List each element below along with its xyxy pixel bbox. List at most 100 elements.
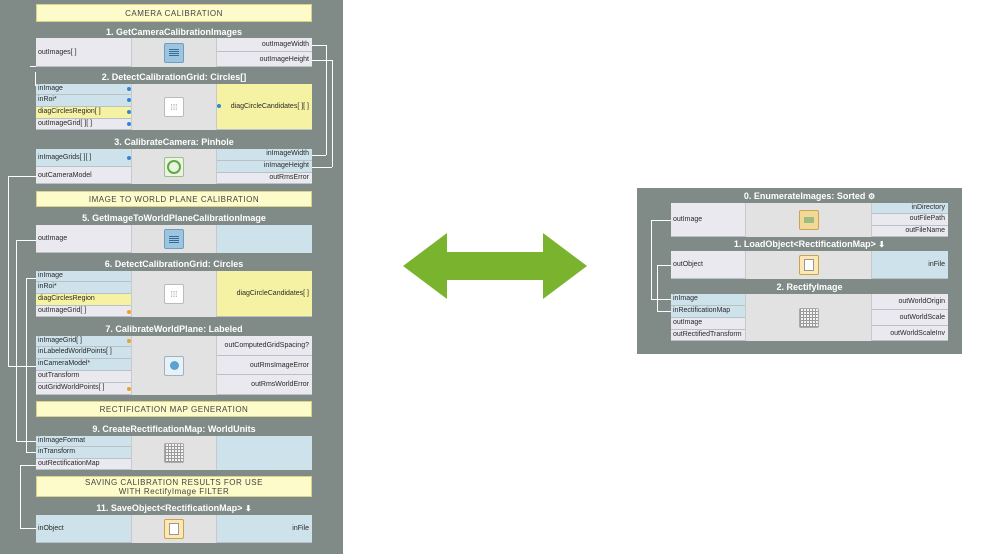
connection-wire <box>312 60 332 61</box>
pin-diagCircleCandidates[interactable]: diagCircleCandidates[ ][ ] <box>217 84 312 130</box>
pin-outWorldScaleInv[interactable]: outWorldScaleInv <box>872 326 948 341</box>
filter-icon-area <box>131 225 217 253</box>
pin-outFilePath[interactable]: outFilePath <box>872 214 948 226</box>
filter-title-2[interactable]: 2. DetectCalibrationGrid: Circles[] <box>101 72 247 82</box>
pin-inImageGrids[interactable]: inImageGrids[ ][ ] <box>36 149 131 167</box>
filter-title-rectify-image[interactable]: 2. RectifyImage <box>776 282 843 292</box>
pin-inObject[interactable]: inObject <box>36 515 131 543</box>
connection-wire <box>8 366 36 367</box>
calibration-icon <box>164 355 184 376</box>
pin-outRectificationMap[interactable]: outRectificationMap <box>36 459 131 470</box>
filter-block-1[interactable]: outImages[ ] outImageWidth outImageHeigh… <box>36 38 312 67</box>
empty-output-area <box>217 436 312 470</box>
filter-icon-area <box>131 436 217 470</box>
filter-title-1[interactable]: 1. GetCameraCalibrationImages <box>105 27 243 37</box>
pin-inCameraModel[interactable]: inCameraModel* <box>36 359 131 371</box>
connection-wire <box>312 167 332 168</box>
gear-icon: ⚙ <box>867 192 876 201</box>
filter-block-5[interactable]: outImage <box>36 225 312 253</box>
pin-inLabeledWorldPoints[interactable]: inLabeledWorldPoints[ ] <box>36 347 131 359</box>
connection-dot <box>217 104 221 108</box>
filter-block-2[interactable]: inImage inRoi* diagCirclesRegion[ ] outI… <box>36 84 312 130</box>
pin-outImageGrid[interactable]: outImageGrid[ ] <box>36 306 131 317</box>
pin-diagCircleCandidates[interactable]: diagCircleCandidates[ ] <box>217 271 312 317</box>
download-icon: ⬇ <box>244 504 252 513</box>
filter-block-load-object[interactable]: outObject inFile <box>671 251 948 279</box>
connection-dot <box>127 110 131 114</box>
pin-diagCirclesRegion[interactable]: diagCirclesRegion[ ] <box>36 107 131 119</box>
pin-outImage[interactable]: outImage <box>36 225 131 253</box>
filter-title-7[interactable]: 7. CalibrateWorldPlane: Labeled <box>105 324 243 334</box>
section-label: IMAGE TO WORLD PLANE CALIBRATION <box>88 194 260 204</box>
pin-inFile[interactable]: inFile <box>217 515 312 543</box>
connection-dot <box>127 156 131 160</box>
filter-icon-area <box>745 203 872 237</box>
filter-block-7[interactable]: inImageGrid[ ] inLabeledWorldPoints[ ] i… <box>36 336 312 395</box>
filter-title-9[interactable]: 9. CreateRectificationMap: WorldUnits <box>92 424 256 434</box>
filter-block-3[interactable]: inImageGrids[ ][ ] outCameraModel inImag… <box>36 149 312 184</box>
pin-outRmsError[interactable]: outRmsError <box>217 173 312 184</box>
pin-inRectificationMap[interactable]: inRectificationMap <box>671 306 745 318</box>
connection-wire <box>20 465 36 466</box>
image-icon <box>798 210 819 230</box>
filter-block-11[interactable]: inObject inFile <box>36 515 312 543</box>
pin-inImageFormat[interactable]: inImageFormat <box>36 436 131 447</box>
connection-wire <box>20 528 36 529</box>
pin-inImageGrid[interactable]: inImageGrid[ ] <box>36 336 131 347</box>
list-icon <box>164 42 184 63</box>
pin-inRoi[interactable]: inRoi* <box>36 95 131 107</box>
target-icon <box>164 156 184 177</box>
pin-outImageGrid[interactable]: outImageGrid[ ][ ] <box>36 119 131 130</box>
pin-inDirectory[interactable]: inDirectory <box>872 203 948 214</box>
left-program-panel: CAMERA CALIBRATION 1. GetCameraCalibrati… <box>0 0 343 554</box>
pin-inImageWidth[interactable]: inImageWidth <box>217 149 312 161</box>
pin-outFileName[interactable]: outFileName <box>872 226 948 237</box>
section-rectification-map: RECTIFICATION MAP GENERATION <box>36 401 312 417</box>
pin-outComputedGridSpacing[interactable]: outComputedGridSpacing? <box>217 336 312 356</box>
pin-inFile[interactable]: inFile <box>872 251 948 279</box>
pin-inImage[interactable]: inImage <box>36 271 131 282</box>
right-program-panel: 0. EnumerateImages: Sorted ⚙ outImage in… <box>637 188 962 354</box>
pin-outImageHeight[interactable]: outImageHeight <box>217 52 312 67</box>
filter-title-3[interactable]: 3. CalibrateCamera: Pinhole <box>114 137 234 147</box>
pin-outTransform[interactable]: outTransform <box>36 371 131 383</box>
pin-outWorldOrigin[interactable]: outWorldOrigin <box>872 294 948 310</box>
filter-block-6[interactable]: inImage inRoi* diagCirclesRegion outImag… <box>36 271 312 317</box>
pin-outRmsImageError[interactable]: outRmsImageError <box>217 356 312 375</box>
pin-outRectifiedTransform[interactable]: outRectifiedTransform <box>671 330 745 341</box>
connection-wire <box>8 176 9 366</box>
filter-title-0[interactable]: 0. EnumerateImages: Sorted ⚙ <box>671 191 948 202</box>
filter-title-6[interactable]: 6. DetectCalibrationGrid: Circles <box>104 259 244 269</box>
pin-outImages[interactable]: outImages[ ] <box>36 38 131 67</box>
pin-inImage[interactable]: inImage <box>671 294 745 306</box>
connection-wire <box>651 220 671 221</box>
filter-title-load-object[interactable]: 1. LoadObject<RectificationMap> ⬇ <box>671 239 948 250</box>
pin-outImage[interactable]: outImage <box>671 318 745 330</box>
pin-outImageWidth[interactable]: outImageWidth <box>217 38 312 52</box>
connection-wire <box>26 278 27 452</box>
file-icon <box>164 519 184 539</box>
filter-block-rectify-image[interactable]: inImage inRectificationMap outImage outR… <box>671 294 948 341</box>
pin-outObject[interactable]: outObject <box>671 251 745 279</box>
pin-outRmsWorldError[interactable]: outRmsWorldError <box>217 375 312 395</box>
pin-outGridWorldPoints[interactable]: outGridWorldPoints[ ] <box>36 383 131 395</box>
filter-block-0[interactable]: outImage inDirectory outFilePath outFile… <box>671 203 948 237</box>
filter-block-9[interactable]: inImageFormat inTransform outRectificati… <box>36 436 312 470</box>
connection-wire <box>312 45 326 46</box>
pin-outWorldScale[interactable]: outWorldScale <box>872 310 948 326</box>
pin-inRoi[interactable]: inRoi* <box>36 282 131 294</box>
filter-title-5[interactable]: 5. GetImageToWorldPlaneCalibrationImage <box>82 213 266 223</box>
section-label: CAMERA CALIBRATION <box>125 8 223 18</box>
filter-title-text: 1. LoadObject<RectificationMap> <box>733 239 876 249</box>
connection-wire <box>312 155 326 156</box>
pin-inTransform[interactable]: inTransform <box>36 447 131 459</box>
filter-title-11[interactable]: 11. SaveObject<RectificationMap> ⬇ <box>36 503 312 514</box>
filter-icon-area <box>131 336 217 395</box>
pin-outImage[interactable]: outImage <box>671 203 745 237</box>
connection-wire <box>332 60 333 167</box>
pin-outCameraModel[interactable]: outCameraModel <box>36 167 131 184</box>
pin-inImage[interactable]: inImage <box>36 84 131 95</box>
pin-inImageHeight[interactable]: inImageHeight <box>217 161 312 173</box>
connection-wire <box>35 72 36 86</box>
pin-diagCirclesRegion[interactable]: diagCirclesRegion <box>36 294 131 306</box>
